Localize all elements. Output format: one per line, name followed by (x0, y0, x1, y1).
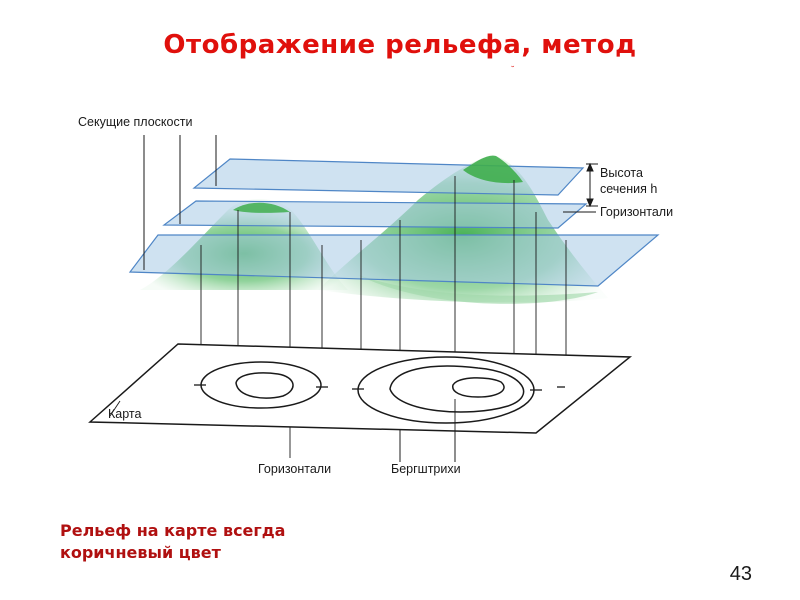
label-cutting-planes: Секущие плоскости (78, 115, 192, 129)
relief-summit-large (463, 155, 523, 184)
planes-leader-lines (143, 135, 217, 270)
slide-caption: Рельеф на карте всегда коричневый цвет (60, 520, 420, 564)
label-height-line2: сечения h (600, 182, 657, 196)
page-number: 43 (729, 563, 752, 585)
relief-summit-small (233, 202, 290, 213)
height-bracket (563, 162, 598, 213)
relief-diagram: Секущие плоскости Высота сечения h Гориз… (78, 100, 710, 483)
cutting-plane-middle (162, 200, 588, 229)
label-hachures: Бергштрихи (391, 462, 461, 476)
label-height-line1: Высота (600, 166, 643, 180)
label-map: Карта (108, 407, 141, 421)
slide-title: Отображение рельефа, метод (163, 30, 637, 60)
label-contours-bottom: Горизонтали (258, 462, 331, 476)
hachure-ticks (194, 384, 565, 391)
caption-line-1: Рельеф на карте всегда (60, 521, 286, 540)
contour-right-inner (452, 377, 505, 398)
cutting-plane-bottom (128, 234, 660, 287)
title-clipped-glyph: ̆ (505, 66, 525, 76)
contour-right-middle (389, 365, 525, 413)
caption-line-2: коричневый цвет (60, 543, 221, 562)
contour-left-inner (235, 372, 294, 399)
label-contours-top: Горизонтали (600, 205, 673, 219)
label-leaders (109, 399, 456, 462)
relief-hill-large-base (358, 275, 598, 304)
cutting-plane-top (192, 158, 585, 196)
cutting-planes (128, 158, 660, 287)
